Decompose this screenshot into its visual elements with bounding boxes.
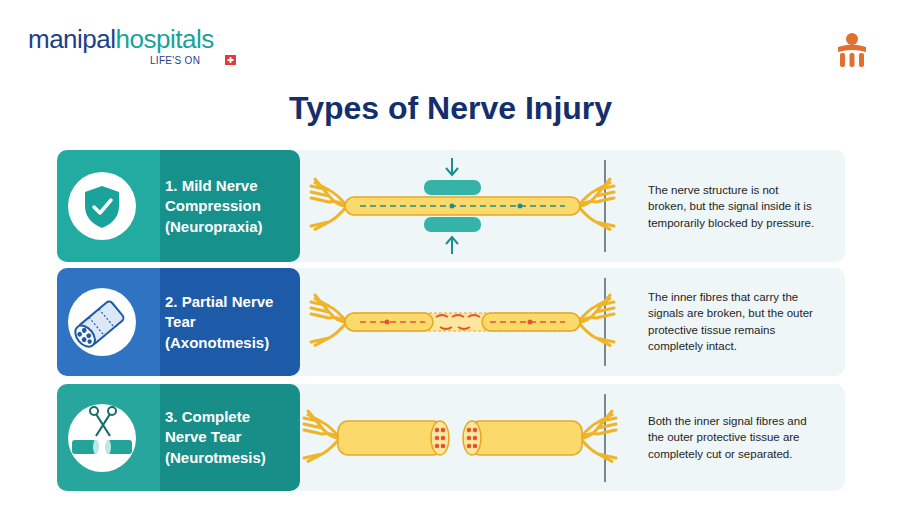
icon-scissors	[68, 404, 136, 472]
injury-description: The inner fibres that carry the signals …	[648, 289, 816, 354]
icon-shield	[68, 172, 136, 240]
partially-torn-nerve	[345, 313, 580, 331]
injury-row-panel: The inner fibres that carry the signals …	[57, 268, 845, 376]
injury-label-tab: 2. Partial Nerve Tear (Axonotmesis)	[57, 268, 300, 376]
injury-type-label: 1. Mild Nerve Compression (Neuropraxia)	[165, 176, 295, 237]
dendrite-branches	[304, 179, 616, 461]
divider-line	[604, 160, 605, 482]
brand-icon	[838, 33, 866, 67]
injury-label-tab: 3. Complete Nerve Tear (Neurotmesis)	[57, 384, 300, 491]
dendrite	[578, 179, 614, 229]
injury-type-label: 3. Complete Nerve Tear (Neurotmesis)	[165, 407, 295, 468]
logo-wordmark: hospitals	[116, 24, 214, 55]
compressed-nerve	[345, 158, 580, 254]
severed-nerve	[338, 421, 582, 455]
dendrite	[578, 295, 614, 345]
injury-description: Both the inner signal fibres and the out…	[648, 413, 816, 462]
injury-row-panel: Both the inner signal fibres and the out…	[57, 384, 845, 491]
logo-wordmark: manipal	[28, 24, 116, 55]
dendrite	[311, 179, 347, 229]
plus-badge	[225, 55, 236, 65]
plus-sign	[228, 57, 234, 63]
dendrite	[311, 295, 347, 345]
injury-description: The nerve structure is not broken, but t…	[648, 182, 816, 231]
icon-nerve-bundle	[68, 288, 136, 356]
dendrite	[580, 411, 616, 461]
dendrite	[304, 411, 340, 461]
injury-type-label: 2. Partial Nerve Tear (Axonotmesis)	[165, 292, 295, 353]
logo-tagline: LIFE'S ON	[150, 55, 200, 66]
injury-label-tab: 1. Mild Nerve Compression (Neuropraxia)	[57, 150, 300, 262]
diagram-title: Types of Nerve Injury	[289, 90, 612, 127]
injury-row-panel: The nerve structure is not broken, but t…	[57, 150, 845, 262]
